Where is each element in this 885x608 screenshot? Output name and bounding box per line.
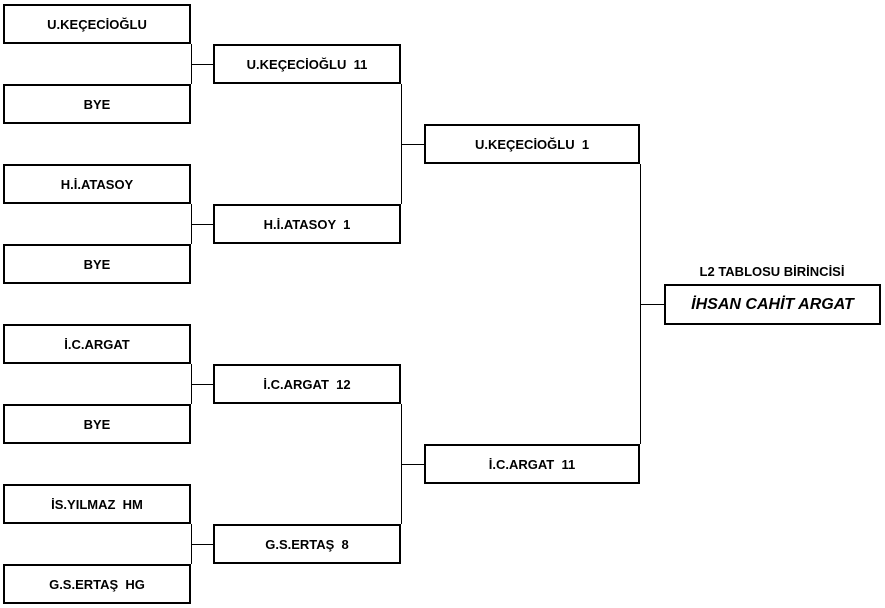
round2-entry-2: H.İ.ATASOY 1 (213, 204, 401, 244)
connector-final-out (640, 304, 665, 305)
connector-r2-pair1-out (401, 144, 425, 145)
round1-entry-1: U.KEÇECİOĞLU (3, 4, 191, 44)
connector-r1-pair3-out (191, 384, 213, 385)
round1-entry-2: BYE (3, 84, 191, 124)
champion-title: L2 TABLOSU BİRİNCİSİ (699, 264, 845, 279)
champion-name: İHSAN CAHİT ARGAT (664, 284, 881, 325)
round3-entry-1: U.KEÇECİOĞLU 1 (424, 124, 640, 164)
round1-entry-4: BYE (3, 244, 191, 284)
connector-r1-pair4-out (191, 544, 213, 545)
connector-r1-pair1-out (191, 64, 213, 65)
round1-entry-8: G.S.ERTAŞ HG (3, 564, 191, 604)
round2-entry-4: G.S.ERTAŞ 8 (213, 524, 401, 564)
round1-entry-7: İS.YILMAZ HM (3, 484, 191, 524)
round1-entry-5: İ.C.ARGAT (3, 324, 191, 364)
connector-r2-pair2-out (401, 464, 425, 465)
connector-r1-pair2-out (191, 224, 213, 225)
round1-entry-3: H.İ.ATASOY (3, 164, 191, 204)
round3-entry-2: İ.C.ARGAT 11 (424, 444, 640, 484)
round1-entry-6: BYE (3, 404, 191, 444)
round2-entry-1: U.KEÇECİOĞLU 11 (213, 44, 401, 84)
round2-entry-3: İ.C.ARGAT 12 (213, 364, 401, 404)
